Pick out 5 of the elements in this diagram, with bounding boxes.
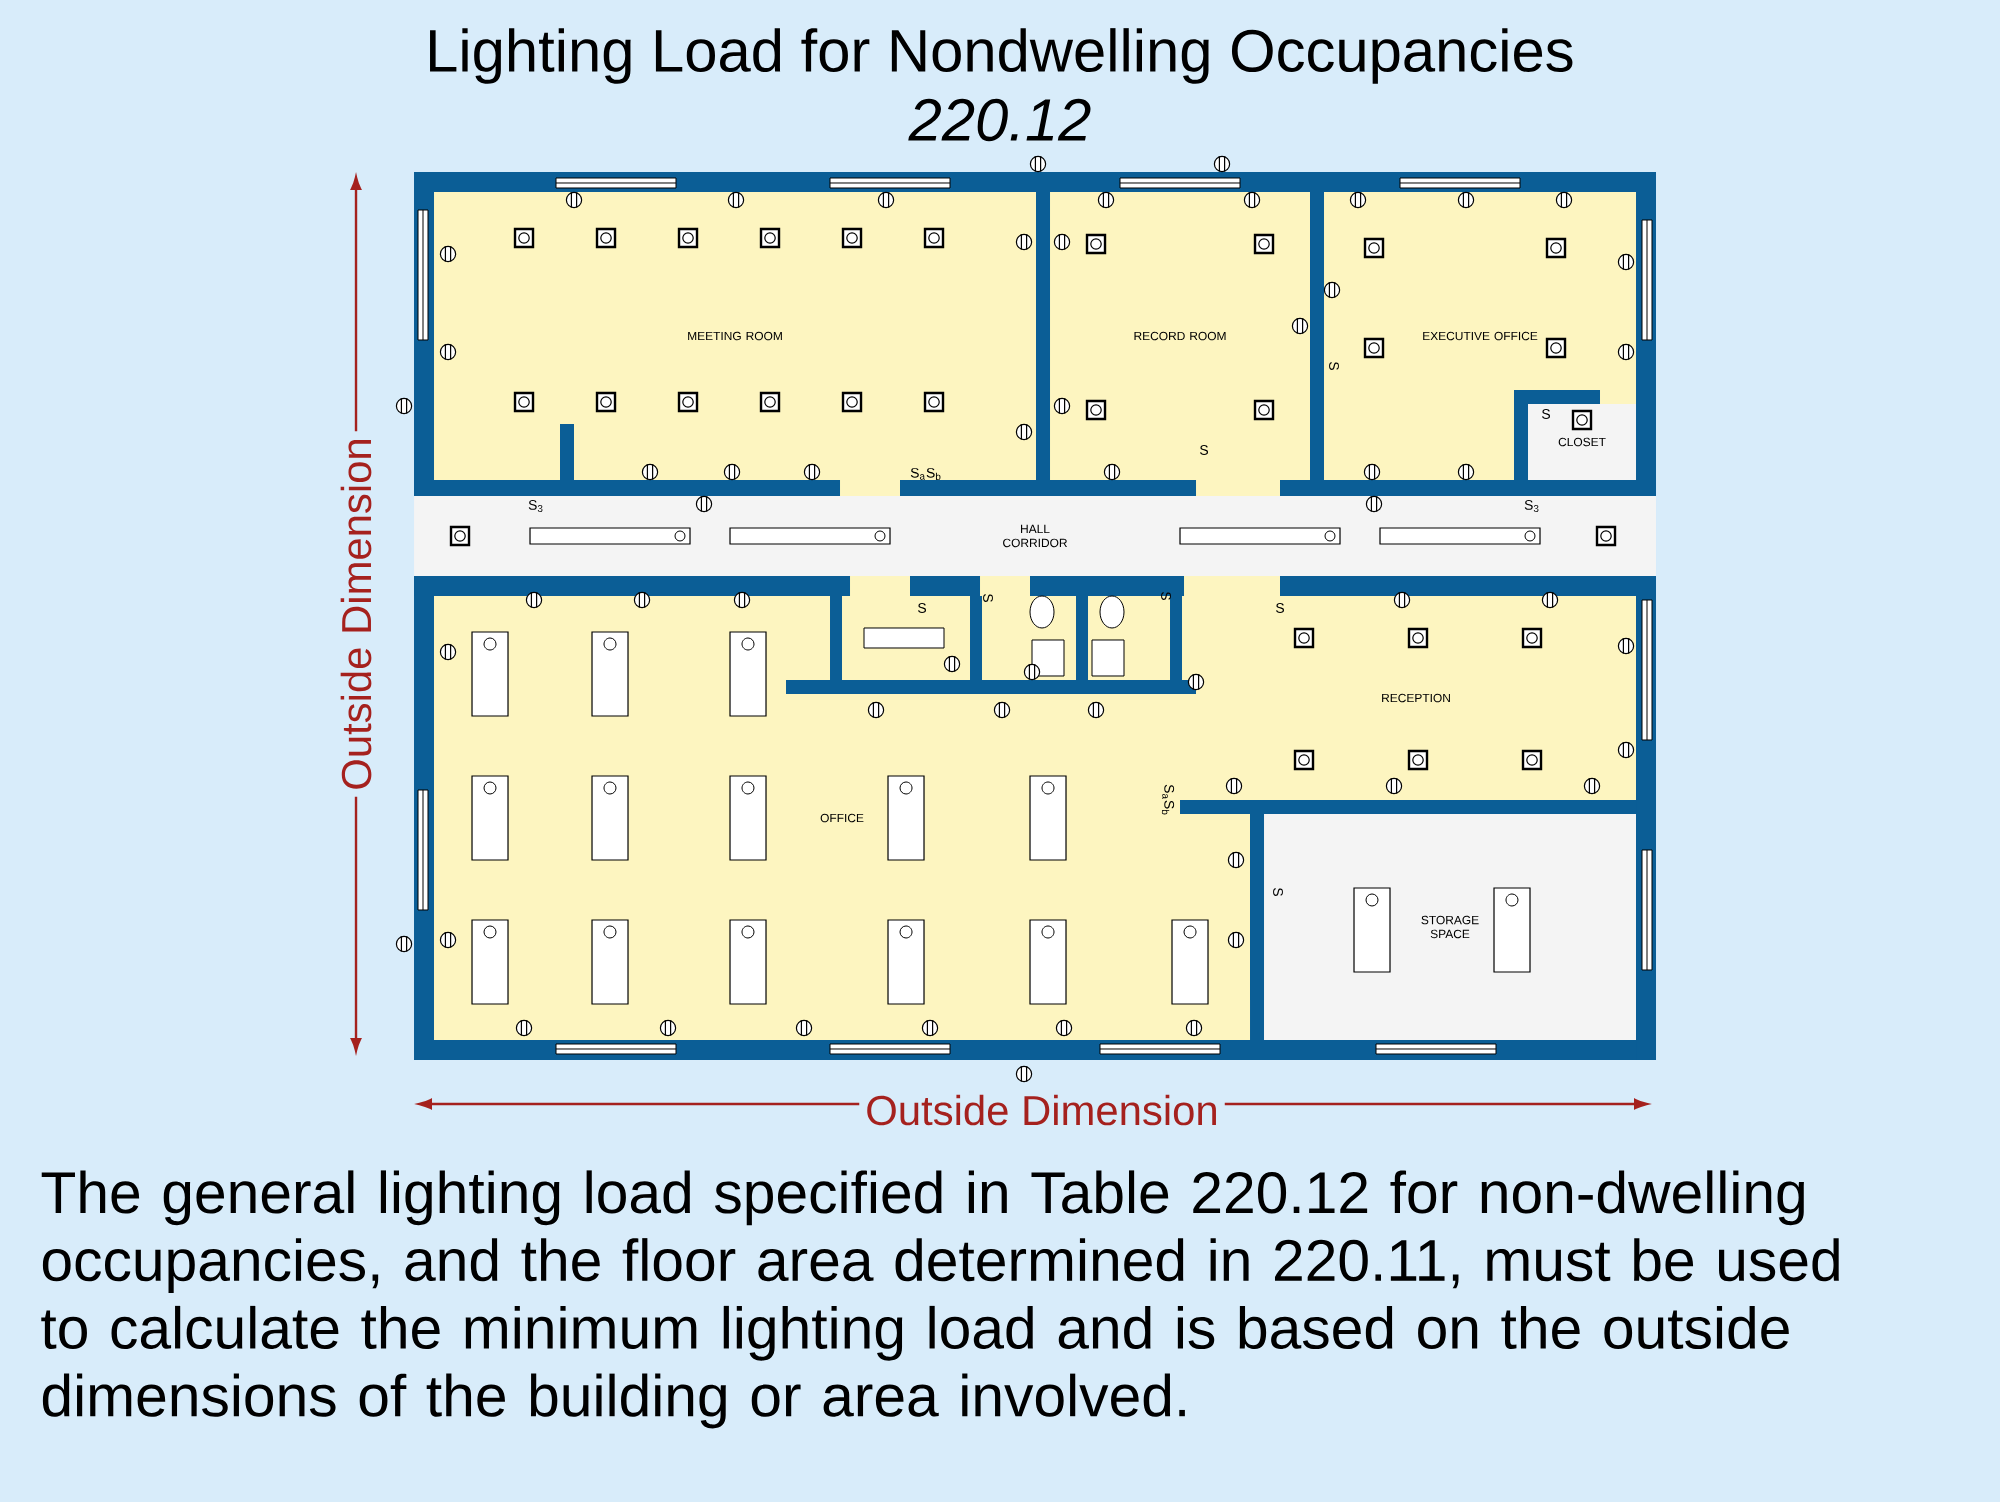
subtitle: 220.12 <box>908 98 1091 142</box>
title: Lighting Load for Nondwelling Occupancies <box>430 28 1573 84</box>
caption: The general lighting load specified in Table 220.12 for non-dwelling occupancies, and the floor area determined in 220.11, must be used to calculate the minimum lighting load and is based on the outside dimensions of the building or area involved. <box>41 1170 1839 1429</box>
dimension-label: Outside Dimension <box>334 431 378 797</box>
dimension-label: Outside Dimension <box>859 1088 1225 1132</box>
